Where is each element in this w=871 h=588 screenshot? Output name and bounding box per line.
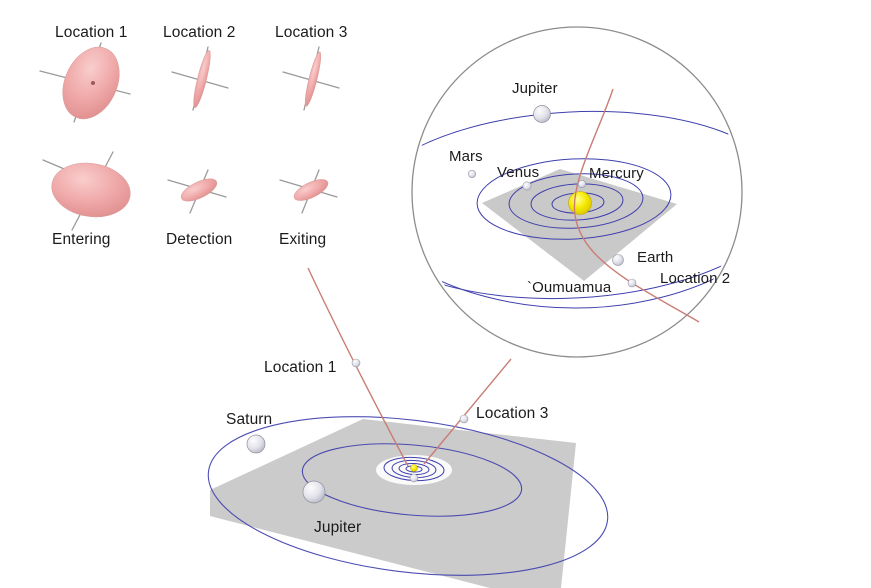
saturn-orbit-arc bbox=[415, 30, 739, 309]
outer-label-jupiter: Jupiter bbox=[314, 519, 362, 536]
panel-label-location-2: Location 2 bbox=[163, 24, 236, 41]
location-3-marker bbox=[459, 414, 469, 424]
center-dot bbox=[91, 81, 95, 85]
uncertainty-ellipsoid bbox=[293, 179, 329, 201]
jupiter-orbit bbox=[415, 110, 739, 300]
mercury-sphere bbox=[577, 180, 586, 189]
uncertainty-ellipsoid bbox=[193, 50, 211, 108]
saturn-orbit bbox=[207, 416, 609, 576]
venus-sphere bbox=[522, 181, 532, 191]
outer-label-location-3: Location 3 bbox=[476, 405, 549, 422]
panel-label-exiting: Exiting bbox=[279, 231, 327, 248]
ellipsoid-exiting bbox=[279, 169, 338, 214]
uncertainty-ellipsoid bbox=[51, 162, 131, 218]
earth-sphere bbox=[612, 254, 624, 266]
inset-label-jupiter: Jupiter bbox=[512, 80, 558, 97]
jupiter-sphere bbox=[302, 480, 326, 504]
ecliptic-plane bbox=[210, 419, 576, 588]
inner-planet-sphere bbox=[409, 473, 419, 483]
oumuamua-trajectory bbox=[573, 88, 700, 323]
inset-ecliptic-plane bbox=[482, 169, 677, 281]
jupiter-orbit bbox=[301, 443, 523, 517]
ellipsoid-location-3 bbox=[282, 46, 340, 111]
outer-label-location-1: Location 1 bbox=[264, 359, 337, 376]
inset-orbits bbox=[415, 30, 739, 309]
inset-label-mars: Mars bbox=[449, 148, 483, 165]
ellipsoid-location-1 bbox=[39, 42, 131, 123]
panel-label-entering: Entering bbox=[52, 231, 111, 248]
panel-label-location-1: Location 1 bbox=[55, 24, 128, 41]
location-2-marker bbox=[627, 278, 637, 288]
ellipsoid-detection bbox=[167, 169, 227, 214]
inset-label-earth: Earth bbox=[637, 249, 674, 266]
sun bbox=[410, 464, 418, 472]
uncertainty-ellipsoid bbox=[180, 178, 218, 202]
ellipsoid-panel bbox=[39, 42, 340, 231]
inset-label-oumuamua: `Oumuamua bbox=[527, 279, 612, 296]
panel-label-location-3: Location 3 bbox=[275, 24, 348, 41]
outer-solar-system-view bbox=[207, 267, 609, 588]
inset-label-mercury: Mercury bbox=[589, 165, 644, 182]
outer-label-saturn: Saturn bbox=[226, 411, 273, 428]
location-1-marker bbox=[351, 358, 361, 368]
inset-label-location-2: Location 2 bbox=[660, 270, 731, 287]
trajectory-outgoing-leg bbox=[423, 358, 512, 465]
panel-label-detection: Detection bbox=[166, 231, 233, 248]
inset-label-venus: Venus bbox=[497, 164, 540, 181]
ellipsoid-entering bbox=[42, 151, 131, 231]
jupiter-sphere bbox=[533, 105, 551, 123]
mars-sphere bbox=[467, 170, 476, 179]
earth-orbit bbox=[508, 173, 644, 229]
sun bbox=[568, 191, 592, 215]
venus-orbit bbox=[530, 183, 624, 221]
ellipsoid-location-2 bbox=[171, 46, 229, 111]
inset-zoom-view bbox=[411, 26, 743, 358]
uncertainty-ellipsoid bbox=[304, 51, 322, 107]
saturn-sphere bbox=[246, 434, 266, 454]
mars-orbit bbox=[476, 158, 672, 240]
